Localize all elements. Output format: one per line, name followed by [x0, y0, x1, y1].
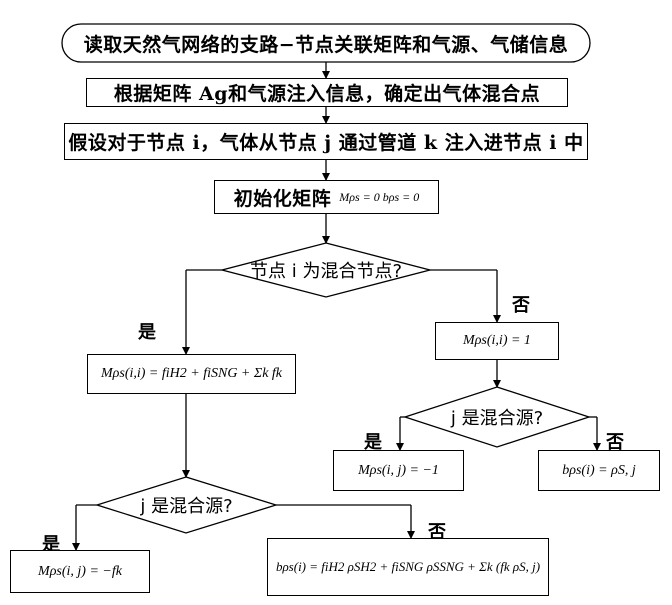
step-read-input: 读取天然气网络的支路−节点关联矩阵和气源、气储信息 — [62, 24, 590, 62]
formula-b-rho-s-j-text: bρs(i) = ρS, j — [562, 462, 636, 478]
formula-m-ij-minus-one: Mρs(i, j) = −1 — [333, 450, 464, 491]
step-assumption-text: 假设对于节点 i，气体从节点 j 通过管道 k 注入进节点 i 中 — [68, 132, 584, 154]
step-find-mixing-points-text: 根据矩阵 Ag和气源注入信息，确定出气体混合点 — [113, 83, 541, 105]
decision-mixing-source-right-text: j 是混合源? — [450, 408, 544, 429]
decision-left-no-label: 否 — [428, 522, 446, 543]
decision-mixing-node-shape — [219, 242, 433, 298]
decision-left-yes-label: 是 — [42, 534, 60, 555]
formula-m-ij-minus-one-text: Mρs(i, j) = −1 — [358, 462, 439, 478]
decision-mixing-node-text: 节点 i 为混合节点? — [250, 261, 402, 282]
formula-m-ii-one-text: Mρs(i,i) = 1 — [463, 333, 531, 348]
step-read-input-text: 读取天然气网络的支路−节点关联矩阵和气源、气储信息 — [83, 33, 569, 56]
formula-b-rho-s-j: bρs(i) = ρS, j — [538, 450, 660, 491]
formula-b-rho-s-sum-text: bρs(i) = fiH2 ρSH2 + fiSNG ρSSNG + Σk (f… — [275, 559, 541, 574]
formula-m-ij-minus-fk-text: Mρs(i, j) = −fk — [38, 563, 122, 579]
decision-mixing-node-no-label: 否 — [512, 295, 530, 316]
formula-m-ij-minus-fk: Mρs(i, j) = −fk — [10, 550, 150, 593]
decision-mixing-source-right-shape — [402, 386, 592, 448]
step-initialize-matrix-label: 初始化矩阵 — [233, 187, 332, 210]
formula-m-ii-sum-text: Mρs(i,i) = fiH2 + fiSNG + Σk fk — [100, 366, 283, 381]
formula-m-ii-one: Mρs(i,i) = 1 — [435, 322, 559, 360]
formula-b-rho-s-sum: bρs(i) = fiH2 ρSH2 + fiSNG ρSSNG + Σk (f… — [267, 538, 549, 596]
step-find-mixing-points: 根据矩阵 Ag和气源注入信息，确定出气体混合点 — [86, 78, 568, 107]
decision-mixing-node-yes-label: 是 — [138, 322, 156, 343]
decision-right-no-label: 否 — [606, 432, 624, 453]
step-assumption: 假设对于节点 i，气体从节点 j 通过管道 k 注入进节点 i 中 — [64, 123, 588, 160]
decision-mixing-source-left-shape — [94, 476, 279, 534]
decision-mixing-source-left: j 是混合源? — [97, 493, 276, 517]
step-initialize-matrix-formula: Mρs = 0 bρs = 0 — [339, 189, 420, 204]
decision-mixing-source-left-text: j 是混合源? — [140, 496, 233, 517]
decision-mixing-source-right: j 是混合源? — [405, 405, 589, 429]
step-initialize-matrix: 初始化矩阵 Mρs = 0 bρs = 0 — [214, 180, 439, 214]
formula-m-ii-sum: Mρs(i,i) = fiH2 + fiSNG + Σk fk — [87, 354, 296, 394]
decision-right-yes-label: 是 — [364, 432, 382, 453]
decision-mixing-node: 节点 i 为混合节点? — [222, 258, 430, 282]
step-read-input-shape — [61, 23, 591, 63]
